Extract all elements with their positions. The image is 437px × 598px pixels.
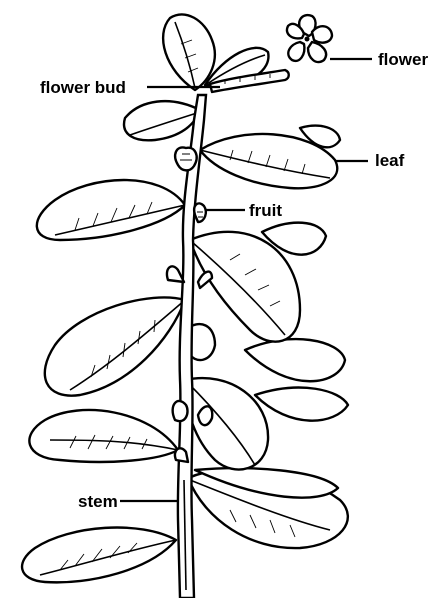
label-leaf: leaf bbox=[375, 151, 405, 170]
label-flower-bud: flower bud bbox=[40, 78, 126, 97]
bud-cluster-top bbox=[175, 147, 196, 170]
leaf-lower-left bbox=[29, 410, 178, 462]
leaf-top-left bbox=[124, 101, 200, 140]
label-flower-group: flower bbox=[330, 50, 428, 69]
leaf-bottom-left bbox=[22, 528, 176, 583]
leaf-upper-right bbox=[200, 126, 340, 189]
leaf-top-center bbox=[163, 14, 215, 90]
leaf-lower-center bbox=[185, 378, 268, 469]
leaf-upper-left bbox=[37, 180, 185, 240]
leaf-mid-left-large bbox=[45, 297, 185, 395]
fruit-pod bbox=[194, 203, 206, 222]
bud-cluster-bottom bbox=[175, 448, 188, 462]
label-flower: flower bbox=[378, 50, 428, 69]
flower bbox=[287, 15, 332, 62]
label-fruit: fruit bbox=[249, 201, 282, 220]
label-leaf-group: leaf bbox=[335, 151, 405, 170]
label-fruit-group: fruit bbox=[206, 201, 282, 220]
label-stem-group: stem bbox=[78, 492, 178, 511]
label-stem: stem bbox=[78, 492, 118, 511]
